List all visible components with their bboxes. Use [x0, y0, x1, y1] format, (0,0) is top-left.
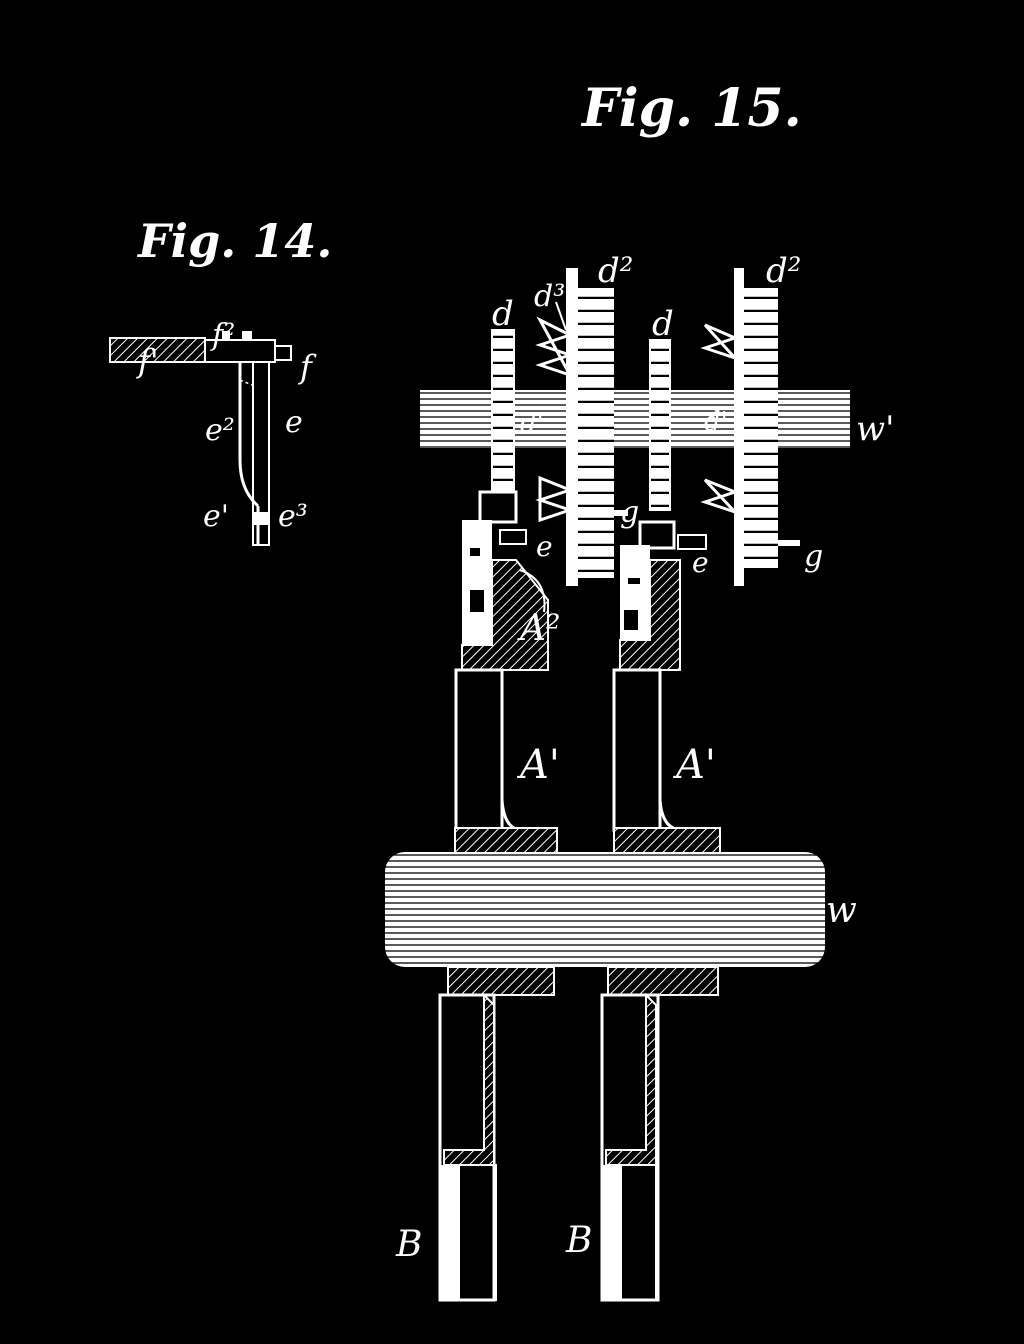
- gear-d2-right: [744, 288, 778, 568]
- disc-right: [734, 268, 744, 586]
- hatched-A2: [461, 559, 549, 671]
- gear-d2-left: [578, 288, 614, 578]
- block-a1-right: [638, 520, 676, 550]
- fig14-label-e3: e³: [278, 499, 308, 534]
- arm-B-right-hatched: [605, 992, 659, 1301]
- label-d2-left: d²: [598, 251, 633, 291]
- label-B-left: B: [395, 1224, 422, 1265]
- label-d-left: d: [492, 294, 514, 334]
- slot-left-1: [470, 548, 480, 556]
- leader-d3: [555, 301, 567, 331]
- slot-right-2: [624, 610, 638, 630]
- fig14-block-f: [274, 345, 292, 361]
- arm-A1-right: [612, 668, 662, 832]
- fig14-label-e2: e²: [205, 413, 235, 448]
- label-d1-right: d': [704, 407, 728, 437]
- fig14-bend-e2: [238, 362, 260, 508]
- fig14-label-f: f: [298, 348, 317, 386]
- label-e-right: e: [692, 546, 709, 579]
- hub-lower-left: [447, 966, 555, 996]
- main-shaft-w: [385, 852, 825, 967]
- fig14-rod-e: [252, 361, 270, 546]
- hub-upper-left: [454, 827, 558, 854]
- slot-left-2: [470, 590, 484, 612]
- arm-A1-left: [454, 668, 504, 832]
- fig14-tab-left: [222, 331, 230, 340]
- label-d3: d³: [534, 279, 565, 314]
- pin-g-left: [610, 510, 628, 516]
- fig14-label-f1: f': [136, 342, 159, 380]
- leader-A2: [519, 569, 546, 613]
- gear-d-right: [649, 339, 671, 511]
- hub-upper-right: [613, 827, 721, 854]
- bracket-e-right: [677, 534, 707, 550]
- fig14-pin-e3: [252, 512, 270, 525]
- label-A1-right: A': [672, 742, 716, 788]
- hub-lower-right: [607, 966, 719, 996]
- label-g-left: g: [620, 495, 639, 530]
- fig15-title: Fig. 15.: [582, 78, 802, 139]
- clutch-teeth-lower-left: [535, 475, 575, 523]
- label-d-right: d: [652, 304, 674, 344]
- label-a1-right: a': [644, 525, 663, 550]
- label-w: w: [826, 890, 857, 931]
- label-w1: w': [856, 409, 894, 449]
- upper-shaft-w1: [420, 390, 850, 448]
- arm-B-right-face: [602, 1165, 622, 1300]
- label-a1-left: a': [484, 496, 505, 524]
- slot-right-1: [628, 578, 640, 584]
- label-g-right: g: [804, 539, 823, 574]
- fig14-dash: [239, 379, 253, 386]
- gear-d-left: [491, 329, 515, 511]
- fig14-bar-f1: [109, 337, 206, 363]
- fig14-title: Fig. 14.: [138, 214, 333, 268]
- fig14-tab-right: [242, 331, 252, 340]
- label-e-left: e: [536, 530, 553, 563]
- label-A2: A²: [517, 608, 560, 649]
- fig14-drawing: f' f² f e² e e' e³: [109, 318, 317, 546]
- label-B-right: B: [565, 1220, 592, 1261]
- arm-B-left-hatched: [443, 992, 497, 1301]
- fig14-label-f2: f²: [210, 318, 235, 353]
- bracket-e-left: [499, 529, 527, 545]
- clutch-teeth-lower-right: [700, 478, 740, 514]
- label-A1-left: A': [516, 742, 560, 788]
- disc-left: [566, 268, 578, 586]
- fig14-label-e: e: [285, 405, 303, 440]
- clutch-teeth-upper-right: [700, 323, 740, 362]
- block-a1-left: [478, 490, 518, 524]
- label-d2-right: d²: [766, 251, 801, 291]
- fig14-label-e1: e': [203, 499, 229, 534]
- label-d1-left: d': [520, 409, 544, 439]
- arm-B-left-face: [440, 1165, 460, 1300]
- fig15-drawing: d d³ d² d d² d' d' w' g g a' a' e e A² A…: [385, 251, 894, 1302]
- pin-g-right: [778, 540, 800, 546]
- arm-A1-left-curve: [500, 670, 521, 832]
